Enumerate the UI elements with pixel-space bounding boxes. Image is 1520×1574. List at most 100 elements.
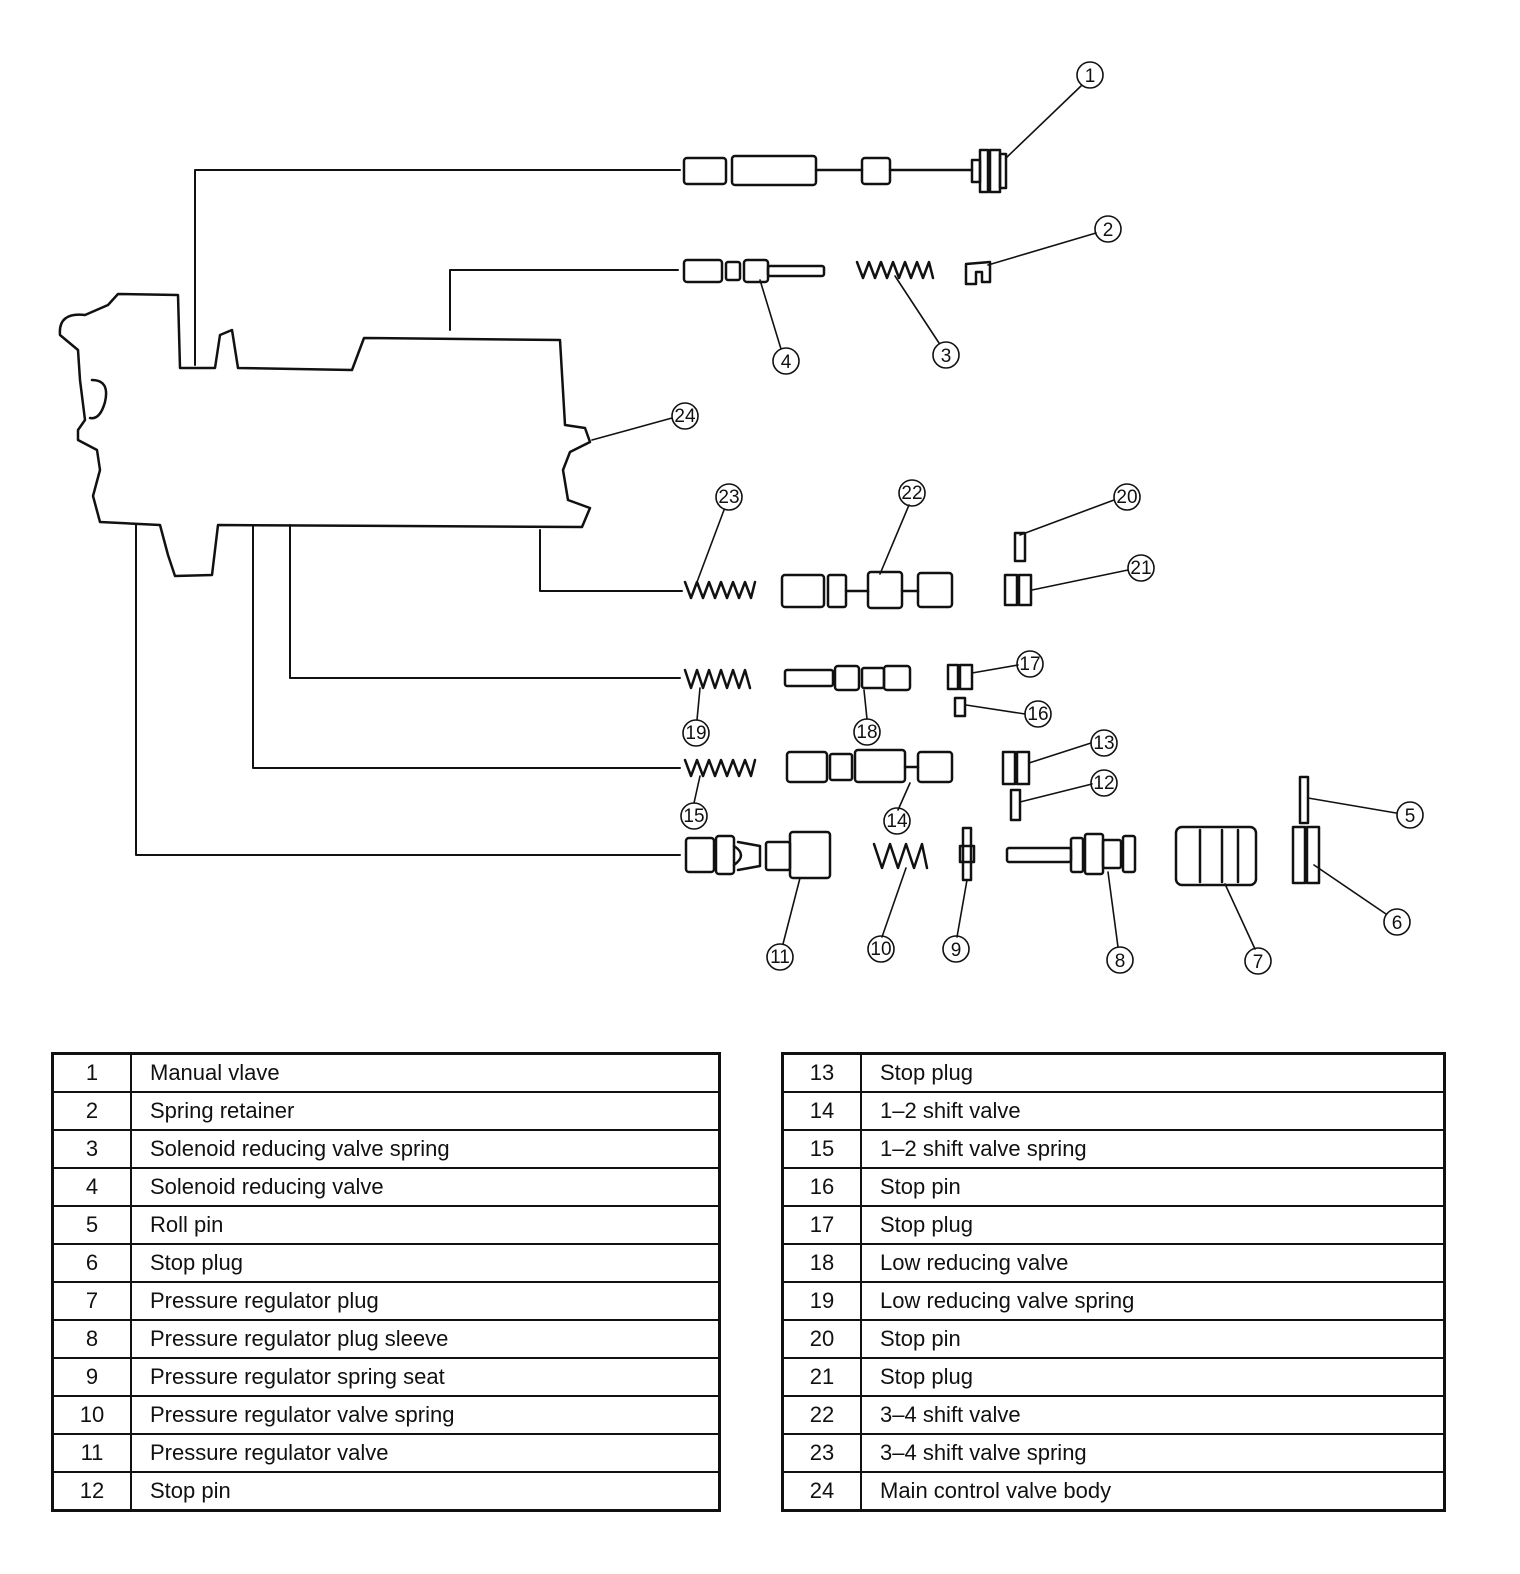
callout-21: 21: [1127, 554, 1155, 582]
exploded-diagram: 1 2 3 4 5 6 7 8 9 10 11 12 13 14 15 16 1…: [58, 61, 1424, 975]
svg-text:3: 3: [941, 346, 952, 367]
callout-12: 12: [1090, 769, 1118, 797]
callout-15: 15: [680, 802, 708, 830]
svg-text:13: 13: [1093, 733, 1114, 754]
stop-plug-21-part: [1003, 573, 1033, 607]
part-number: 9: [51, 1357, 132, 1397]
part-number: 10: [51, 1395, 132, 1435]
part-name: Spring retainer: [130, 1091, 721, 1131]
callout-23: 23: [715, 483, 743, 511]
svg-text:21: 21: [1130, 558, 1151, 579]
part-number: 1: [51, 1052, 132, 1093]
svg-text:15: 15: [683, 806, 704, 827]
part-name: Solenoid reducing valve spring: [130, 1129, 721, 1169]
part-number: 11: [51, 1433, 132, 1473]
svg-text:17: 17: [1019, 654, 1040, 675]
part-name: Stop plug: [860, 1357, 1446, 1397]
svg-text:11: 11: [770, 947, 790, 968]
callout-3: 3: [932, 341, 960, 369]
part-name: Pressure regulator valve spring: [130, 1395, 721, 1435]
callout-18: 18: [853, 718, 881, 746]
plug-sleeve-part: [1005, 832, 1137, 876]
valve-body-outline: [58, 292, 592, 578]
part-number: 21: [781, 1357, 862, 1397]
part-number: 19: [781, 1281, 862, 1321]
svg-text:23: 23: [718, 487, 739, 508]
pressure-regulator-valve-part: [684, 830, 832, 880]
callout-17: 17: [1016, 650, 1044, 678]
callout-13: 13: [1090, 729, 1118, 757]
part-name: Stop plug: [860, 1205, 1446, 1245]
part-name: Pressure regulator plug sleeve: [130, 1319, 721, 1359]
part-name: 1–2 shift valve: [860, 1091, 1446, 1131]
manual-valve-part: [682, 148, 1008, 194]
low-reducing-valve-part: [783, 664, 912, 692]
stop-pin-20-part: [1013, 531, 1027, 563]
part-name: Low reducing valve spring: [860, 1281, 1446, 1321]
svg-text:24: 24: [674, 406, 696, 427]
callout-7: 7: [1244, 947, 1272, 975]
part-number: 24: [781, 1471, 862, 1512]
callout-22: 22: [898, 479, 926, 507]
svg-text:16: 16: [1027, 704, 1048, 725]
svg-text:4: 4: [781, 352, 792, 373]
callout-8: 8: [1106, 946, 1134, 974]
svg-text:9: 9: [951, 940, 962, 961]
solenoid-spring-part: [855, 260, 935, 280]
callout-11: 11: [766, 943, 794, 971]
part-number: 3: [51, 1129, 132, 1169]
shift-valve-34-part: [780, 570, 954, 610]
stop-plug-13-part: [1001, 750, 1031, 786]
callout-10: 10: [867, 935, 895, 963]
stop-pin-12-part: [1009, 788, 1022, 822]
svg-text:22: 22: [901, 483, 922, 504]
leader-lines: [591, 85, 1397, 950]
part-number: 14: [781, 1091, 862, 1131]
svg-text:18: 18: [856, 722, 877, 743]
part-name: Pressure regulator plug: [130, 1281, 721, 1321]
regulator-plug-part: [1174, 825, 1258, 887]
part-number: 4: [51, 1167, 132, 1207]
part-number: 2: [51, 1091, 132, 1131]
part-name: Stop plug: [860, 1052, 1446, 1093]
callout-20: 20: [1113, 483, 1141, 511]
solenoid-reducing-valve-part: [682, 258, 826, 284]
shift-valve-12-part: [785, 748, 954, 784]
part-name: Low reducing valve: [860, 1243, 1446, 1283]
svg-text:14: 14: [886, 811, 908, 832]
part-number: 13: [781, 1052, 862, 1093]
svg-text:10: 10: [870, 939, 891, 960]
callout-5: 5: [1396, 801, 1424, 829]
part-name: Main control valve body: [860, 1471, 1446, 1512]
callout-1: 1: [1076, 61, 1104, 89]
part-number: 22: [781, 1395, 862, 1435]
stop-plug-17-part: [946, 663, 974, 691]
part-name: Stop pin: [860, 1319, 1446, 1359]
part-name: 3–4 shift valve: [860, 1395, 1446, 1435]
part-name: Pressure regulator spring seat: [130, 1357, 721, 1397]
spring-10-part: [872, 842, 929, 870]
svg-text:5: 5: [1405, 806, 1416, 827]
part-name: 3–4 shift valve spring: [860, 1433, 1446, 1473]
callout-16: 16: [1024, 700, 1052, 728]
spring-23-part: [683, 580, 757, 600]
part-number: 16: [781, 1167, 862, 1207]
part-number: 20: [781, 1319, 862, 1359]
